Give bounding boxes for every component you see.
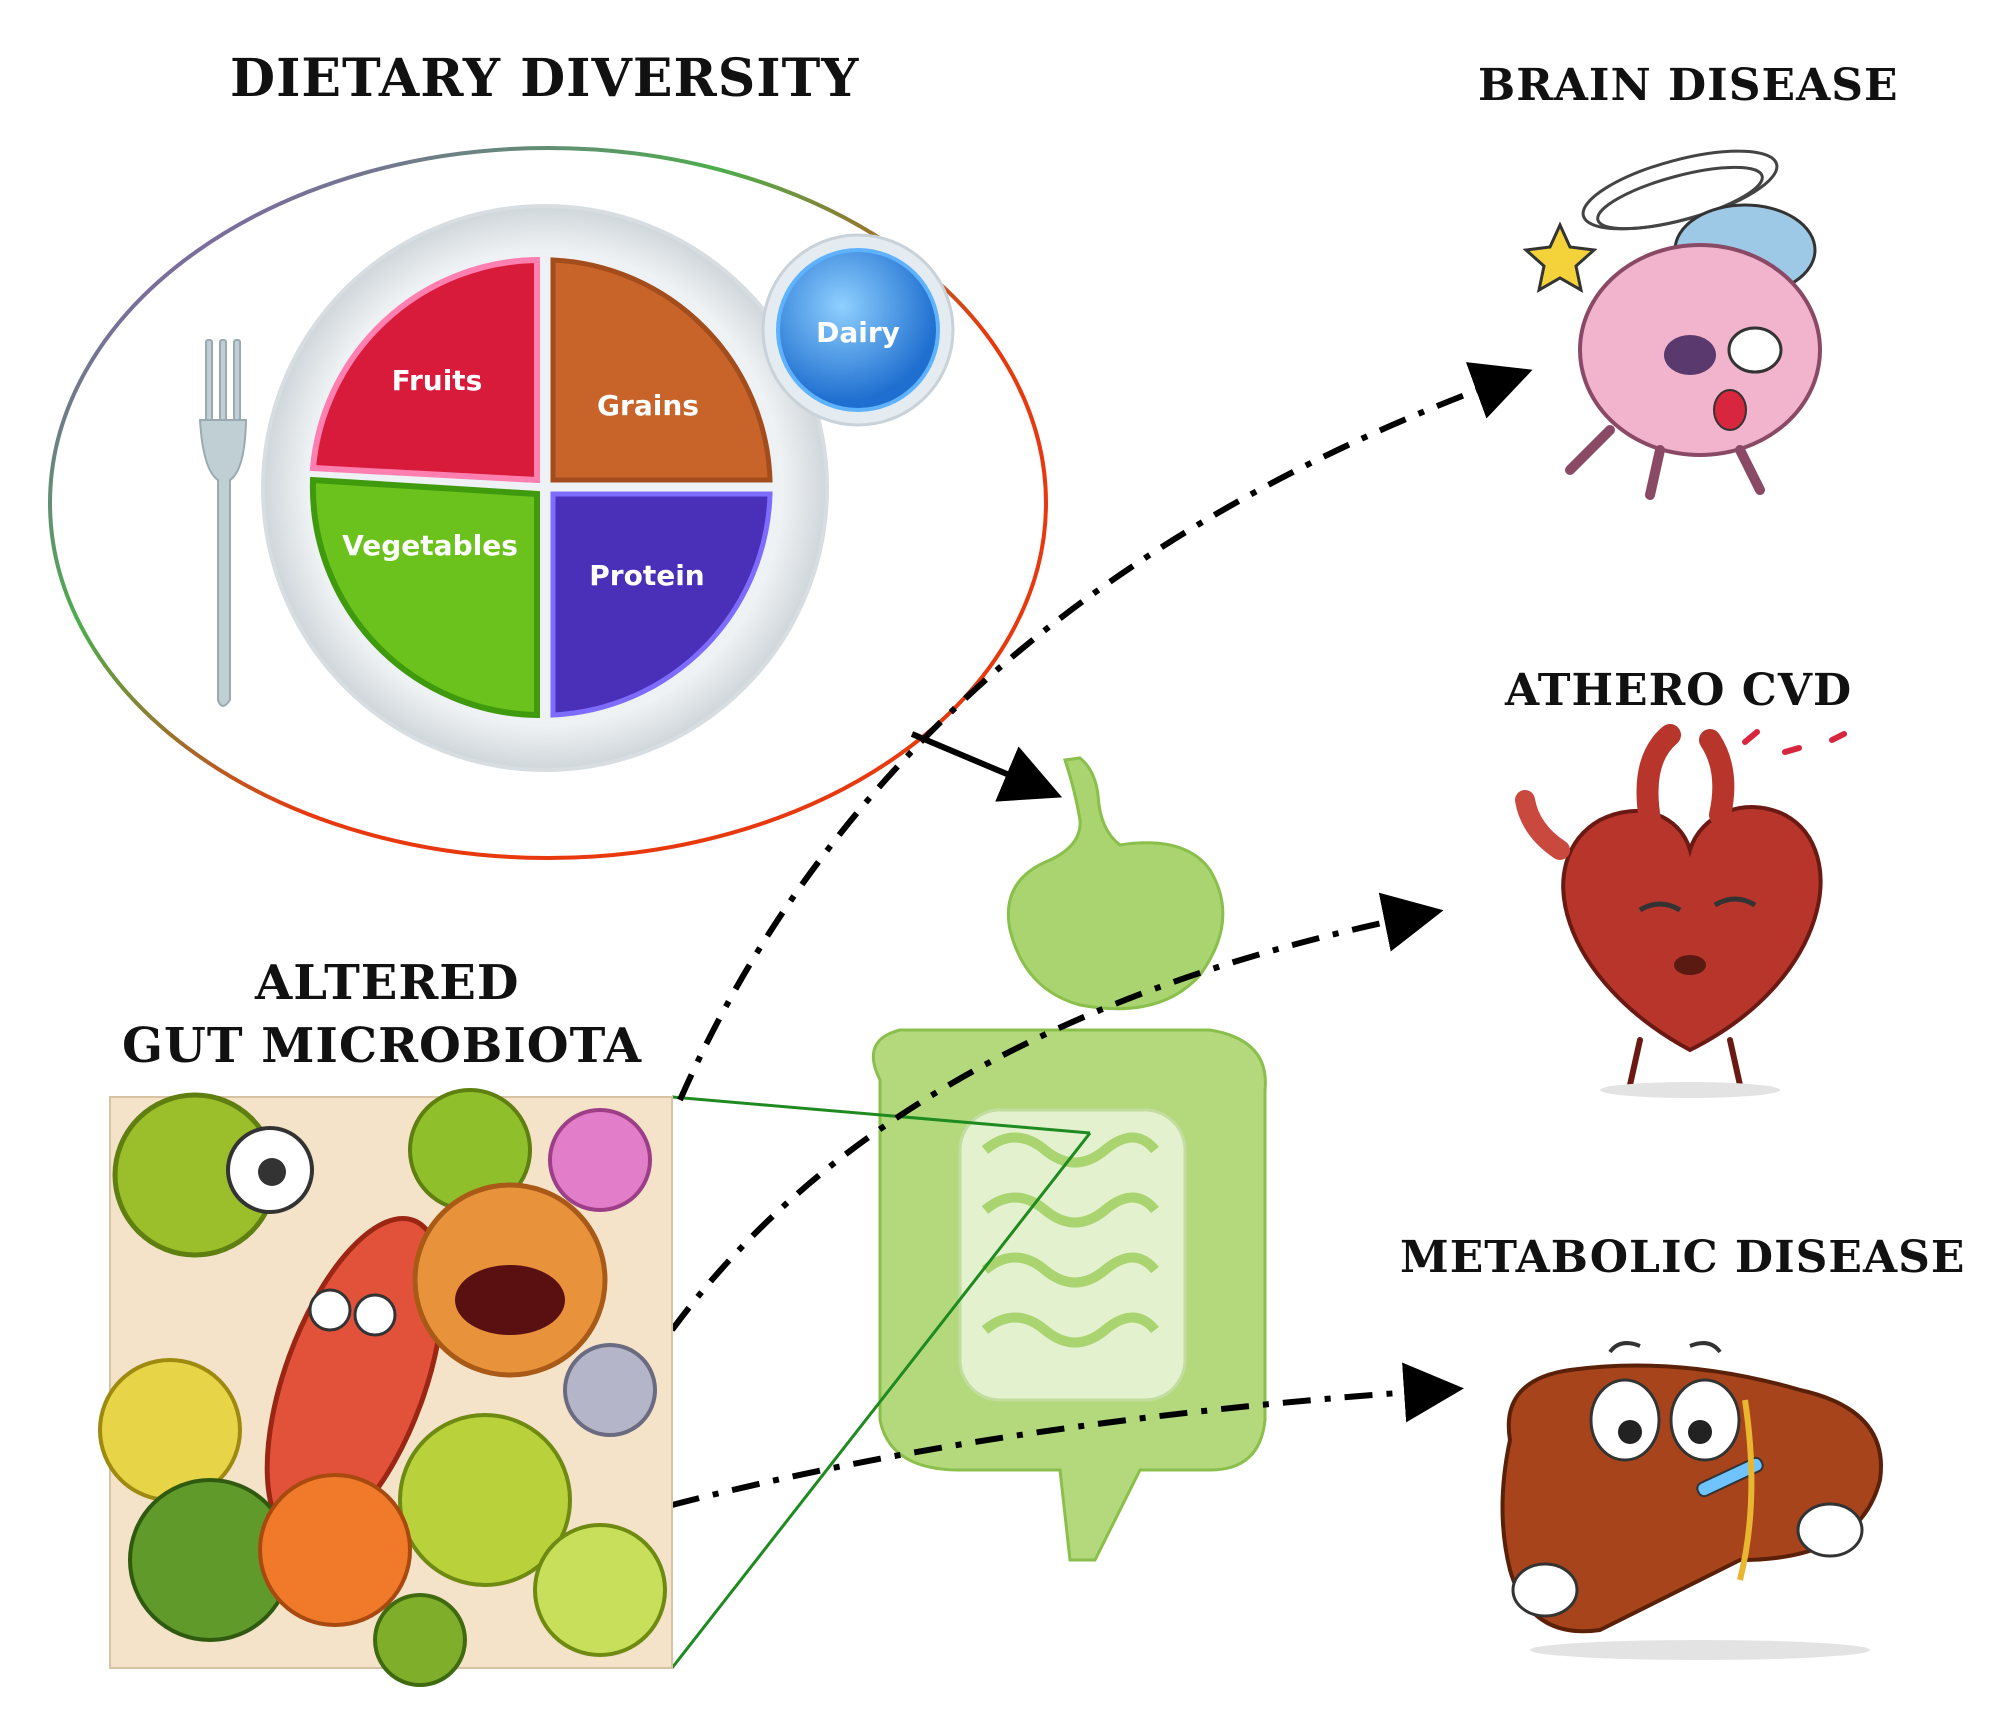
dietary-diversity-title: DIETARY DIVERSITY: [230, 48, 860, 109]
altered-label: ALTERED: [255, 955, 520, 1011]
zoom-connector: [670, 1095, 1092, 1669]
grains-section: [550, 257, 773, 483]
dairy-label: Dairy: [816, 316, 900, 349]
dairy-cup: Dairy: [761, 233, 955, 427]
heart-character-icon: [1515, 724, 1847, 1098]
protein-section: [550, 491, 773, 718]
dietary-oval: [48, 146, 1048, 860]
gut-icon: [871, 756, 1267, 1562]
fruits-label: Fruits: [392, 364, 483, 397]
vegetables-section: [309, 476, 540, 719]
arrow-to-athero: [669, 892, 1444, 1332]
microbes-illustration: [98, 1088, 673, 1687]
fruits-section: [309, 256, 540, 484]
dashdot-arrows: [669, 362, 1533, 1508]
plate-illustration: Fruits Grains Vegetables Protein: [261, 204, 829, 772]
metabolic-disease-label: METABOLIC DISEASE: [1400, 1232, 1966, 1283]
brain-disease-label: BRAIN DISEASE: [1478, 60, 1899, 111]
protein-label: Protein: [589, 559, 704, 592]
brain-character-icon: [1522, 149, 1822, 500]
grains-label: Grains: [597, 389, 699, 422]
diet-to-gut-arrow: [910, 731, 1063, 802]
arrow-to-brain: [677, 362, 1533, 1102]
liver-character-icon: [1500, 1341, 1883, 1660]
fork-icon: [198, 339, 248, 707]
vegetables-label: Vegetables: [342, 529, 518, 562]
gut-microbiota-label: GUT MICROBIOTA: [122, 1018, 642, 1074]
athero-cvd-label: ATHERO CVD: [1505, 665, 1853, 716]
